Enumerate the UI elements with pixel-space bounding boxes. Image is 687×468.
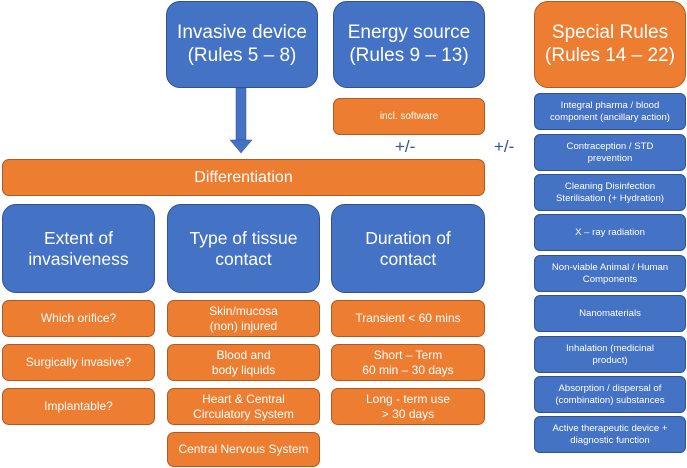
special-rule-item: Active therapeutic device + diagnostic f… xyxy=(534,416,686,453)
special-rule-item: Inhalation (medicinal product) xyxy=(534,336,686,373)
incl-software-box: incl. software xyxy=(333,98,485,135)
criteria-item: Central Nervous System xyxy=(167,432,320,467)
plus-minus-label: +/- xyxy=(395,137,416,156)
plus-minus-label: +/- xyxy=(494,137,515,156)
criteria-item: Heart & Central Circulatory System xyxy=(167,388,320,425)
special-rule-item: Contraception / STD prevention xyxy=(534,134,686,171)
arrow-down-icon xyxy=(229,88,253,154)
criteria-item: Implantable? xyxy=(2,388,155,425)
differentiation-bar: Differentiation xyxy=(2,159,485,196)
special-rule-item: Non-viable Animal / Human Components xyxy=(534,255,686,292)
invasive-device-box: Invasive device (Rules 5 – 8) xyxy=(166,1,318,88)
criteria-item: Long - term use > 30 days xyxy=(331,388,485,425)
special-rule-item: Nanomaterials xyxy=(534,295,686,332)
energy-source-box: Energy source (Rules 9 – 13) xyxy=(333,1,485,88)
criteria-item: Blood and body liquids xyxy=(167,344,320,381)
special-rule-item: Integral pharma / blood component (ancil… xyxy=(534,93,686,130)
criteria-item: Skin/mucosa (non) injured xyxy=(167,300,320,337)
special-rule-item: Absorption / dispersal of (combination) … xyxy=(534,376,686,413)
criteria-item: Surgically invasive? xyxy=(2,344,155,381)
criteria-item: Transient < 60 mins xyxy=(331,300,485,337)
special-rule-item: X – ray radiation xyxy=(534,214,686,251)
category-duration-of-contact: Duration of contact xyxy=(331,204,485,293)
category-extent-of-invasiveness: Extent of invasiveness xyxy=(2,204,155,293)
criteria-item: Short – Term 60 min – 30 days xyxy=(331,344,485,381)
criteria-item: Which orifice? xyxy=(2,300,155,337)
special-rules-box: Special Rules (Rules 14 – 22) xyxy=(534,1,686,88)
special-rule-item: Cleaning Disinfection Sterilisation (+ H… xyxy=(534,174,686,211)
category-type-of-tissue-contact: Type of tissue contact xyxy=(167,204,320,293)
